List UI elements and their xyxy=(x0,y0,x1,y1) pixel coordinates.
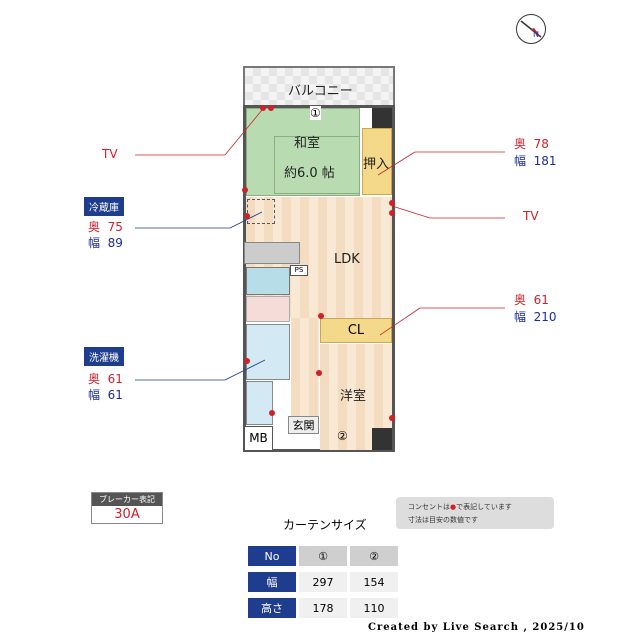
oshiire-label: 押入 xyxy=(363,157,390,172)
depth-value: 75 xyxy=(107,220,123,234)
washroom xyxy=(246,296,290,322)
width-label: 幅 xyxy=(88,236,101,250)
note-text: 寸法は目安の数値です xyxy=(408,516,478,524)
footer-credit: Created by Live Search , 2025/10 xyxy=(368,622,585,633)
outlet xyxy=(318,313,324,319)
outlet xyxy=(260,105,266,111)
oshiire xyxy=(362,128,392,195)
header-height: 高さ xyxy=(248,598,296,618)
washitsu xyxy=(246,108,360,196)
outlet-icon: ● xyxy=(450,503,457,511)
width-label: 幅 xyxy=(514,154,527,168)
note-text: コンセントは xyxy=(408,503,450,511)
outlet xyxy=(389,200,395,206)
curtain-height-1: 178 xyxy=(299,598,347,618)
outlet xyxy=(244,358,250,364)
mb-label: MB xyxy=(249,431,268,445)
cl-label: CL xyxy=(347,323,365,338)
outlet xyxy=(269,410,275,416)
hallway xyxy=(291,318,319,418)
mb: MB xyxy=(244,426,273,451)
ps: PS xyxy=(290,265,308,276)
width-value: 61 xyxy=(107,388,123,402)
fridge-width: 幅 89 xyxy=(88,234,123,251)
depth-label: 奥 xyxy=(514,293,527,307)
header-width: 幅 xyxy=(248,572,296,592)
outlet xyxy=(316,370,322,376)
curtain-no-2: ② xyxy=(350,546,398,566)
depth-value: 61 xyxy=(533,293,549,307)
toilet xyxy=(246,381,273,425)
washer-depth: 奥 61 xyxy=(88,370,123,387)
curtain-width-1: 297 xyxy=(299,572,347,592)
width-value: 181 xyxy=(533,154,557,168)
width-value: 89 xyxy=(107,236,123,250)
svg-text:N: N xyxy=(533,30,539,39)
depth-value: 61 xyxy=(107,372,123,386)
compass-north-icon: N xyxy=(516,14,546,44)
depth-label: 奥 xyxy=(88,220,101,234)
width-label: 幅 xyxy=(514,310,527,324)
curtain-no-1: ① xyxy=(299,546,347,566)
breaker-box: ブレーカー表記 30A xyxy=(91,492,163,524)
depth-label: 奥 xyxy=(514,137,527,151)
width-label: 幅 xyxy=(88,388,101,402)
curtain-marker-2: ② xyxy=(337,429,348,443)
tatami-lines xyxy=(274,136,360,194)
yoshitsu-label: 洋室 xyxy=(340,389,367,404)
note-box: コンセントは●で表記しています 寸法は目安の数値です xyxy=(396,497,554,529)
curtain-title: カーテンサイズ xyxy=(283,518,367,532)
cl-depth: 奥 61 xyxy=(514,291,549,308)
ps-label: PS xyxy=(294,266,304,274)
outlet xyxy=(389,415,395,421)
tv-label-left: TV xyxy=(102,147,118,161)
oshiire-depth: 奥 78 xyxy=(514,135,549,152)
cl-width: 幅 210 xyxy=(514,308,557,325)
washer-tag: 洗濯機 xyxy=(84,347,124,366)
tv-label-right: TV xyxy=(523,209,539,223)
curtain-height-2: 110 xyxy=(350,598,398,618)
washer-width: 幅 61 xyxy=(88,386,123,403)
balcony-label: バルコニー xyxy=(288,84,353,99)
genkan: 玄関 xyxy=(288,416,319,434)
bathroom xyxy=(246,267,290,295)
header-no: No xyxy=(248,546,296,566)
breaker-value: 30A xyxy=(114,507,140,522)
ldk-label: LDK xyxy=(334,252,360,267)
oshiire-width: 幅 181 xyxy=(514,152,557,169)
washitsu-size: 約6.0 帖 xyxy=(284,166,335,181)
depth-value: 78 xyxy=(533,137,549,151)
curtain-width-2: 154 xyxy=(350,572,398,592)
pillar xyxy=(372,428,392,450)
laundry-area xyxy=(246,324,290,380)
kitchen-counter xyxy=(244,242,300,264)
fridge-tag: 冷蔵庫 xyxy=(84,197,124,216)
depth-label: 奥 xyxy=(88,372,101,386)
fridge-space xyxy=(247,199,275,224)
outlet xyxy=(242,187,248,193)
balcony xyxy=(243,66,395,106)
width-value: 210 xyxy=(533,310,557,324)
curtain-marker-1: ① xyxy=(310,106,321,120)
cl: CL xyxy=(320,318,392,343)
washitsu-label: 和室 xyxy=(294,136,321,151)
fridge-depth: 奥 75 xyxy=(88,218,123,235)
outlet xyxy=(244,213,250,219)
note-text: で表記しています xyxy=(456,503,512,511)
breaker-title: ブレーカー表記 xyxy=(92,493,162,506)
pillar xyxy=(372,108,392,128)
genkan-label: 玄関 xyxy=(292,419,315,432)
outlet xyxy=(389,210,395,216)
outlet xyxy=(268,105,274,111)
